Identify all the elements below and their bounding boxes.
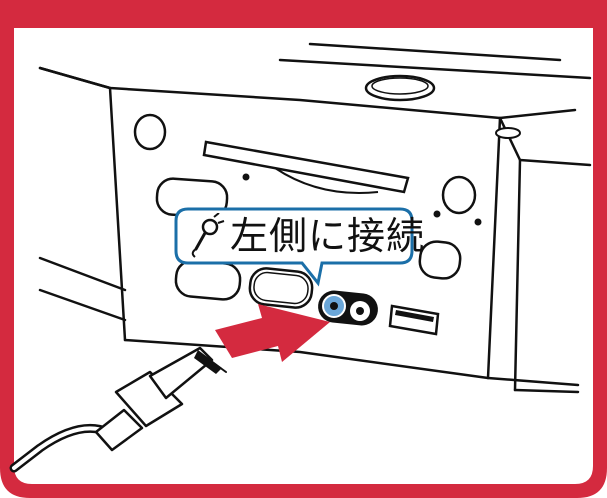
callout-label: 左側に接続 — [230, 214, 426, 258]
connect-left-callout: 左側に接続 — [174, 207, 424, 287]
microphone-icon — [191, 213, 225, 258]
callout-bubble — [174, 207, 414, 287]
